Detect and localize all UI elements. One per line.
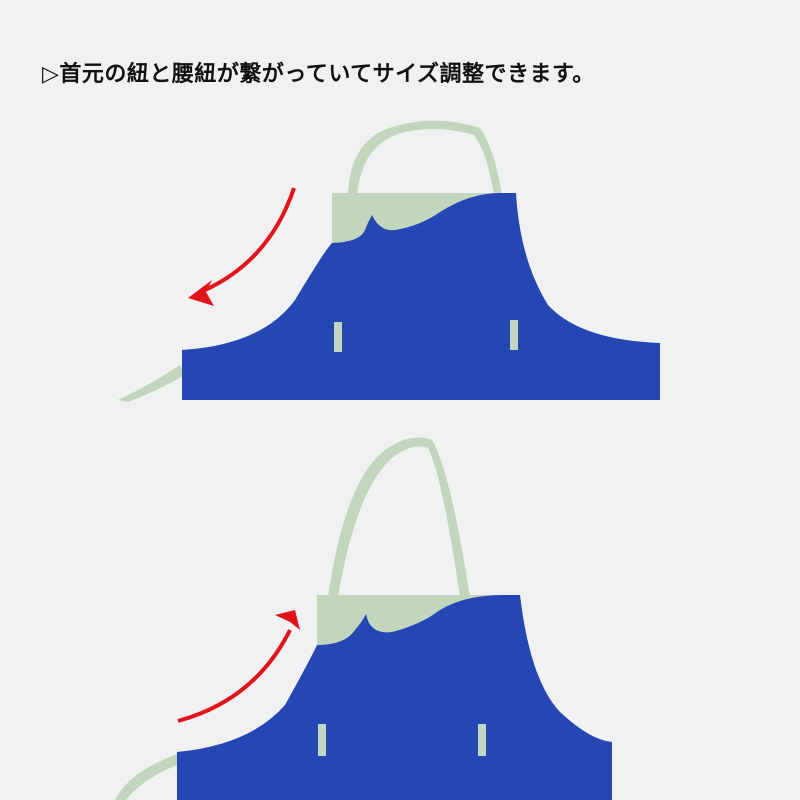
apron-photo-shortened xyxy=(0,110,800,405)
caption-text: 首元の紐と腰紐が繋がっていてサイズ調整できます。 xyxy=(59,62,595,87)
arrow-down-left-icon xyxy=(204,187,296,292)
waist-tie xyxy=(118,365,185,402)
belt-loop-left xyxy=(334,322,342,352)
apron-illustration xyxy=(115,437,612,800)
arrow-up-right-icon xyxy=(177,629,292,723)
arrowhead-icon xyxy=(188,280,214,306)
belt-loop-left xyxy=(318,724,326,756)
belt-loop-right xyxy=(510,320,518,350)
neck-strap xyxy=(348,120,502,195)
apron-photo-extended xyxy=(0,420,800,800)
caption: ▷首元の紐と腰紐が繋がっていてサイズ調整できます。 xyxy=(42,56,595,88)
apron-illustration xyxy=(118,120,660,402)
apron-body xyxy=(177,595,612,800)
apron-body xyxy=(182,193,660,400)
neck-strap xyxy=(328,437,470,597)
arrowhead-icon xyxy=(275,610,300,630)
triangle-marker-icon: ▷ xyxy=(42,62,60,87)
belt-loop-right xyxy=(478,724,486,756)
waist-tie xyxy=(115,752,185,800)
